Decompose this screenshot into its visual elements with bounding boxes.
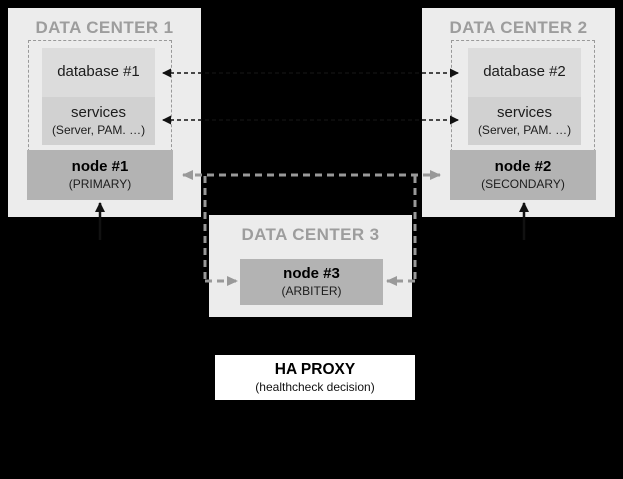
node-1-label: node #1: [71, 158, 129, 176]
database-2-label: database #2: [483, 63, 566, 81]
services-1-box: services (Server, PAM. …): [42, 97, 155, 145]
haproxy-box: HA PROXY (healthcheck decision): [215, 355, 415, 400]
data-center-3-title: DATA CENTER 3: [241, 225, 380, 244]
node-2-label: node #2: [494, 158, 552, 176]
data-center-3: DATA CENTER 3 node #3 (ARBITER): [209, 215, 412, 317]
node-2-role: (SECONDARY): [481, 176, 565, 191]
services-1-label: services: [70, 104, 126, 122]
services-1-detail: (Server, PAM. …): [51, 122, 146, 137]
database-2-box: database #2: [468, 48, 581, 97]
services-2-box: services (Server, PAM. …): [468, 97, 581, 145]
data-center-2-title: DATA CENTER 2: [449, 18, 588, 37]
node-3-label: node #3: [283, 265, 340, 283]
node-3-box: node #3 (ARBITER): [240, 259, 383, 305]
database-1-box: database #1: [42, 48, 155, 97]
data-center-1-title: DATA CENTER 1: [35, 18, 174, 37]
haproxy-subtitle: (healthcheck decision): [255, 379, 375, 394]
node-3-role: (ARBITER): [281, 283, 342, 298]
data-center-1: DATA CENTER 1 database #1 services (Serv…: [8, 8, 201, 217]
node-2-box: node #2 (SECONDARY): [450, 150, 596, 200]
services-2-detail: (Server, PAM. …): [477, 122, 572, 137]
database-1-label: database #1: [57, 63, 140, 81]
node-1-role: (PRIMARY): [68, 176, 132, 191]
data-center-2: DATA CENTER 2 database #2 services (Serv…: [422, 8, 615, 217]
haproxy-label: HA PROXY: [274, 360, 356, 378]
services-2-label: services: [496, 104, 552, 122]
node-1-box: node #1 (PRIMARY): [27, 150, 173, 200]
